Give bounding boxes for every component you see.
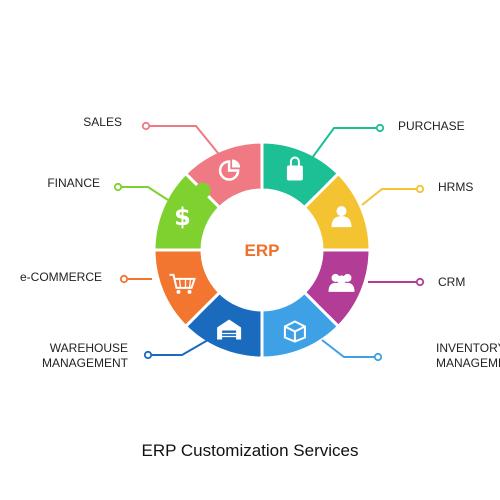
label-line: PURCHASE xyxy=(398,119,465,133)
wheel-center xyxy=(202,190,322,310)
label-line: WAREHOUSE xyxy=(50,341,128,355)
connector-dot-e-commerce xyxy=(119,274,129,284)
connector-warehouse-management xyxy=(148,339,209,356)
puzzle-tab-finance xyxy=(194,182,211,199)
people-icon xyxy=(328,273,355,292)
label-sales: SALES xyxy=(83,115,122,129)
label-crm: CRM xyxy=(438,275,465,289)
label-line: FINANCE xyxy=(47,176,100,190)
label-line: e-COMMERCE xyxy=(20,270,102,284)
connector-dot-hrms xyxy=(415,184,425,194)
label-line: CRM xyxy=(438,275,465,289)
label-line: MANAGEMENT xyxy=(436,356,500,370)
warehouse-icon xyxy=(217,319,242,340)
label-finance: FINANCE xyxy=(47,176,100,190)
person-icon xyxy=(331,206,352,228)
label-inventory-management: INVENTORYMANAGEMENT xyxy=(436,341,500,370)
label-hrms: HRMS xyxy=(438,180,473,194)
connector-finance xyxy=(118,186,169,201)
connector-dot-crm xyxy=(415,277,425,287)
connector-hrms xyxy=(361,188,420,206)
shopping-cart-icon xyxy=(169,273,196,294)
label-line: INVENTORY xyxy=(436,341,500,355)
connector-dot-sales xyxy=(141,121,151,131)
label-purchase: PURCHASE xyxy=(398,119,465,133)
label-e-commerce: e-COMMERCE xyxy=(20,270,102,284)
shopping-bag-icon xyxy=(286,156,303,181)
connector-dot-purchase xyxy=(375,123,385,133)
connector-dot-inventory-management xyxy=(373,352,383,362)
label-line: SALES xyxy=(83,115,122,129)
label-line: MANAGEMENT xyxy=(42,356,129,370)
connector-purchase xyxy=(311,127,380,159)
caption: ERP Customization Services xyxy=(141,441,359,460)
box-icon xyxy=(283,320,306,343)
connector-dot-warehouse-management xyxy=(143,350,153,360)
connector-dot-finance xyxy=(113,182,123,192)
pie-chart-icon xyxy=(218,159,241,181)
label-line: HRMS xyxy=(438,180,473,194)
center-label: ERP xyxy=(245,241,280,260)
dollar-icon: $ xyxy=(174,203,191,231)
connector-sales xyxy=(146,125,223,159)
connector-inventory-management xyxy=(321,339,378,358)
svg-text:$: $ xyxy=(174,203,191,231)
